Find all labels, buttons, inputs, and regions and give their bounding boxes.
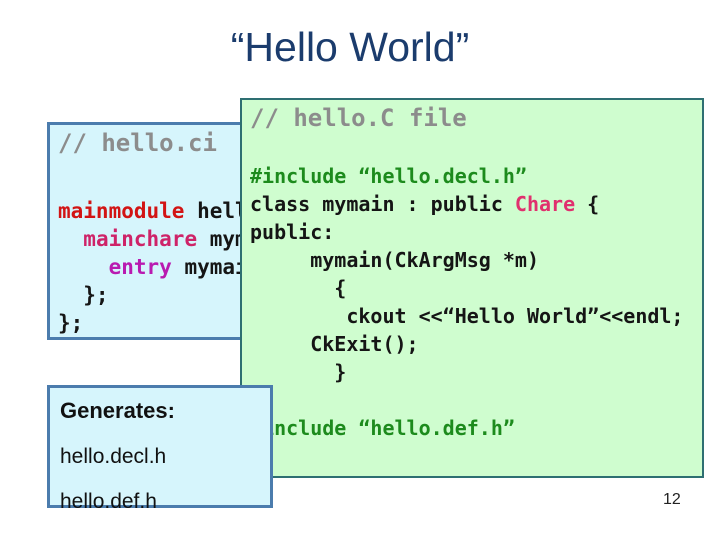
code-line: }; bbox=[58, 281, 437, 309]
code-segment: CkExit(); bbox=[250, 332, 419, 356]
code-segment: mymain(CkArgMsg *m) bbox=[250, 248, 539, 272]
code-segment: #include “hello.decl.h” bbox=[250, 164, 527, 188]
code-line: public: bbox=[250, 218, 683, 246]
code-segment bbox=[58, 255, 109, 279]
code-line bbox=[250, 386, 683, 414]
code-segment: }; bbox=[58, 283, 109, 307]
code-line: ckout <<“Hello World”<<endl; bbox=[250, 302, 683, 330]
code-segment: } bbox=[250, 360, 347, 384]
hello-ci-code-box: // hello.ci mainmodule hello { mainchare… bbox=[47, 122, 437, 340]
slide-title: “Hello World” bbox=[230, 24, 470, 70]
code-line: CkExit(); bbox=[250, 330, 683, 358]
code-segment bbox=[58, 227, 83, 251]
hello-ci-comment: // hello.ci bbox=[58, 129, 217, 157]
code-segment: }; bbox=[58, 311, 84, 335]
code-segment: public: bbox=[250, 220, 335, 244]
code-line: }; bbox=[58, 309, 437, 337]
code-line: #include “hello.def.h” bbox=[250, 414, 683, 442]
code-segment: mainchare bbox=[83, 227, 198, 251]
code-segment: { bbox=[250, 276, 347, 300]
code-segment: Chare bbox=[514, 192, 576, 216]
code-segment: ckout <<“Hello World”<<endl; bbox=[250, 304, 684, 328]
code-segment: entry bbox=[108, 255, 172, 279]
code-segment: mainmodule bbox=[58, 199, 185, 223]
generated-file-decl: hello.decl.h bbox=[60, 445, 167, 468]
code-segment: #include “hello.def.h” bbox=[250, 416, 515, 440]
generates-label: Generates: bbox=[60, 398, 175, 423]
generates-box: Generates: hello.decl.h hello.def.h bbox=[47, 385, 273, 513]
code-line: #include “hello.decl.h” bbox=[250, 162, 683, 190]
hello-c-comment: // hello.C file bbox=[250, 104, 467, 132]
page-number: 12 bbox=[663, 491, 681, 508]
code-line: class mymain : public Chare { bbox=[250, 190, 683, 218]
hello-c-code-box: // hello.C file #include “hello.decl.h”c… bbox=[240, 98, 704, 478]
code-segment: { bbox=[575, 192, 600, 216]
code-line: { bbox=[250, 274, 683, 302]
code-line: } bbox=[250, 358, 683, 386]
code-line: mymain(CkArgMsg *m) bbox=[250, 246, 683, 274]
hello-c-code: #include “hello.decl.h”class mymain : pu… bbox=[250, 162, 683, 442]
generated-file-def: hello.def.h bbox=[60, 490, 157, 513]
code-segment: class mymain : public bbox=[250, 192, 515, 216]
